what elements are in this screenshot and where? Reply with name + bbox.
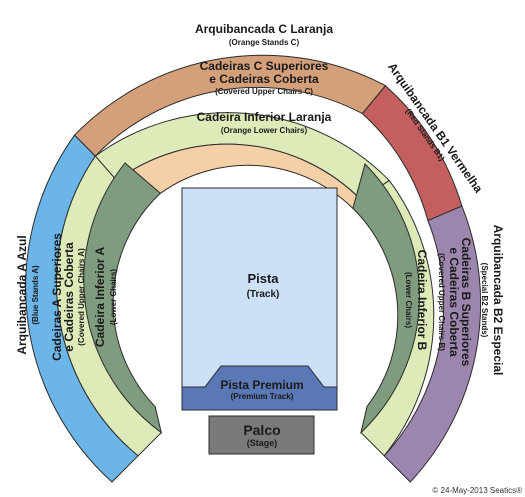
sublabel-track: (Track) [247,289,280,300]
label-cadeira-inferior-a: Cadeira Inferior A [93,247,107,348]
copyright-text: © 24-May-2013 Seatics® [432,486,522,495]
label-cadeiras-c-coberta: e Cadeiras Coberta [209,72,319,86]
sublabel-orange-lower-chairs: (Orange Lower Chairs) [221,126,308,135]
label-arquibancada-b2-especial: Arquibancada B2 Especial [491,225,505,376]
section-cadeira-inferior-b[interactable] [352,163,420,435]
label-cadeira-inferior-b: Cadeira Inferior B [415,250,429,351]
label-pista-premium: Pista Premium [220,378,303,392]
sublabel-covered-upper-chairs-a: (Covered Upper Chairs A) [77,248,86,346]
label-cadeiras-c-superiores: Cadeiras C Superiores [200,59,329,73]
sublabel-special-b2-stands: (Special B2 Stands) [480,263,489,338]
sublabel-lower-chairs-b: (Lower Chairs) [404,272,413,328]
section-cadeira-inferior-a[interactable] [83,162,163,434]
label-pista: Pista [247,271,279,286]
sublabel-lower-chairs-a: (Lower Chairs) [109,269,118,325]
sublabel-premium-track: (Premium Track) [231,392,294,401]
sublabel-stage: (Stage) [247,438,278,448]
sublabel-orange-stands-c: (Orange Stands C) [229,38,300,47]
sublabel-covered-upper-chairs-b: (Covered Upper Chairs B) [437,253,446,351]
label-arquibancada-c-laranja: Arquibancada C Laranja [195,22,333,36]
label-cadeiras-a-coberta: e Cadeiras Coberta [62,242,76,352]
label-palco: Palco [243,422,280,438]
sublabel-covered-upper-chairs-c: (Covered Upper Chairs C) [215,87,313,96]
label-cadeiras-b-superiores: Cadeiras B Superiores [459,238,473,367]
label-arquibancada-a-azul: Arquibancada A Azul [15,235,29,354]
section-palco[interactable] [208,415,315,455]
sublabel-blue-stands-a: (Blue Stands A) [31,265,40,325]
label-cadeira-inferior-laranja: Cadeira Inferior Laranja [197,110,332,124]
section-pista-premium[interactable] [181,365,338,411]
label-cadeiras-a-superiores: Cadeiras A Superiores [50,233,64,361]
section-arquibancada-b2-especial[interactable] [383,205,482,483]
label-cadeiras-b-coberta: e Cadeiras Coberta [447,247,461,357]
